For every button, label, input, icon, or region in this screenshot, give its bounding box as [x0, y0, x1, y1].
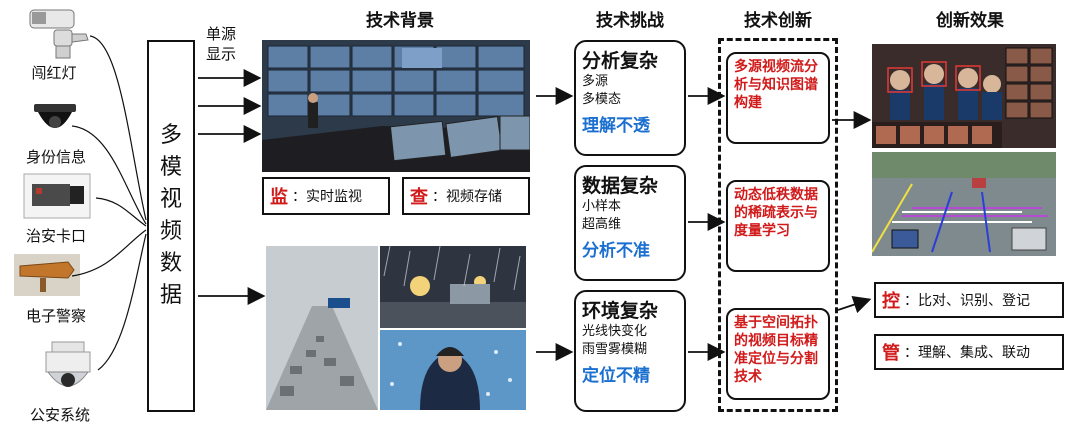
source-label-red-light: 闯红灯 — [31, 64, 77, 82]
header-background: 技术背景 — [366, 11, 434, 31]
ptz-camera-icon — [26, 4, 96, 60]
source-label-public-security: 公安系统 — [29, 406, 90, 424]
challenge-environment: 环境复杂 光线快变化 雨雪雾模糊 定位不精 — [574, 290, 686, 412]
multimodal-char: 数 — [159, 251, 182, 276]
challenge-sub: 光线快变化 — [582, 324, 648, 339]
source-label-checkpoint: 治安卡口 — [25, 227, 86, 245]
monitoring-center-photo — [262, 40, 530, 172]
header-innovation: 技术创新 — [744, 11, 812, 31]
challenge-sub: 小样本 — [582, 199, 622, 214]
multimodal-char: 频 — [159, 219, 182, 244]
tag-text-monitor: ：实时监视 — [292, 189, 362, 205]
effect-key-control: 控 — [882, 291, 900, 312]
innovation-knowledge-graph: 多源视频流分析与知识图谱构建 — [726, 52, 830, 144]
multimodal-char: 据 — [159, 283, 182, 308]
tag-key-storage: 查 — [410, 187, 428, 208]
speed-dome-camera-icon — [40, 340, 96, 398]
challenge-title: 分析复杂 — [582, 50, 659, 72]
single-source-label: 单源 显示 — [206, 25, 237, 63]
challenge-result: 分析不准 — [582, 241, 650, 261]
tag-video-storage: 查 ：视频存储 — [402, 177, 530, 215]
challenge-sub: 雨雪雾模糊 — [582, 342, 648, 357]
tag-text-storage: ：视频存储 — [432, 189, 502, 205]
tag-realtime-monitor: 监 ：实时监视 — [262, 177, 390, 215]
challenge-sub: 多源 — [582, 74, 609, 89]
snow-person-photo — [380, 330, 526, 410]
challenge-result: 定位不精 — [582, 366, 650, 386]
source-label-e-police: 电子警察 — [25, 307, 86, 325]
bullet-camera-icon — [12, 252, 82, 298]
box-camera-icon — [22, 172, 92, 220]
challenge-sub: 多模态 — [582, 92, 622, 107]
effect-text-manage: ：理解、集成、联动 — [904, 345, 1030, 361]
effect-control: 控 ：比对、识别、登记 — [874, 282, 1064, 318]
multimodal-char: 视 — [159, 187, 182, 212]
effect-manage: 管 ：理解、集成、联动 — [874, 334, 1064, 370]
multimodal-char: 模 — [159, 155, 182, 180]
challenge-title: 环境复杂 — [582, 300, 659, 322]
multimodal-video-data-box: 多 模 视 频 数 据 — [147, 40, 195, 412]
effect-text-control: ：比对、识别、登记 — [904, 293, 1030, 309]
challenge-result: 理解不透 — [582, 116, 650, 136]
innovation-spatial-topology: 基于空间拓扑的视频目标精准定位与分割技术 — [726, 308, 830, 400]
challenge-sub: 超高维 — [582, 217, 622, 232]
challenge-analysis: 分析复杂 多源 多模态 理解不透 — [574, 40, 686, 156]
challenge-title: 数据复杂 — [582, 175, 659, 197]
challenge-data: 数据复杂 小样本 超高维 分析不准 — [574, 165, 686, 281]
header-effect: 创新效果 — [936, 11, 1004, 31]
multimodal-char: 多 — [159, 123, 182, 148]
dome-camera-icon — [30, 100, 80, 142]
traffic-tracking-photo — [872, 152, 1056, 256]
source-label-identity: 身份信息 — [25, 148, 86, 166]
header-challenge: 技术挑战 — [596, 11, 664, 31]
tag-key-monitor: 监 — [270, 187, 288, 208]
innovation-low-rank: 动态低秩数据的稀疏表示与度量学习 — [726, 180, 830, 272]
face-recognition-photo — [872, 44, 1056, 148]
effect-key-manage: 管 — [882, 343, 900, 364]
foggy-road-photo — [266, 246, 378, 410]
rain-night-photo — [380, 246, 526, 328]
